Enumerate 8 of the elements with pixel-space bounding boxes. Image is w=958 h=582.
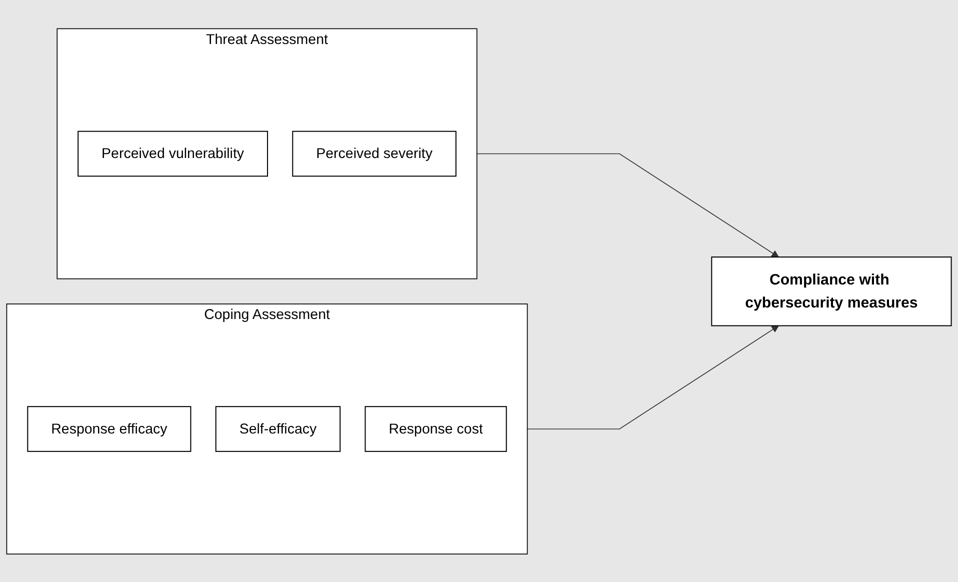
node-box: Response cost (364, 406, 507, 452)
arrow (476, 152, 779, 257)
node-box: Perceived vulnerability (78, 130, 268, 176)
node-box: Compliance with cybersecurity measures (711, 256, 952, 326)
arrow (526, 325, 779, 430)
node-box: Perceived severity (292, 130, 456, 176)
node-box: Response efficacy (27, 406, 192, 452)
node-box: Self-efficacy (215, 406, 341, 452)
